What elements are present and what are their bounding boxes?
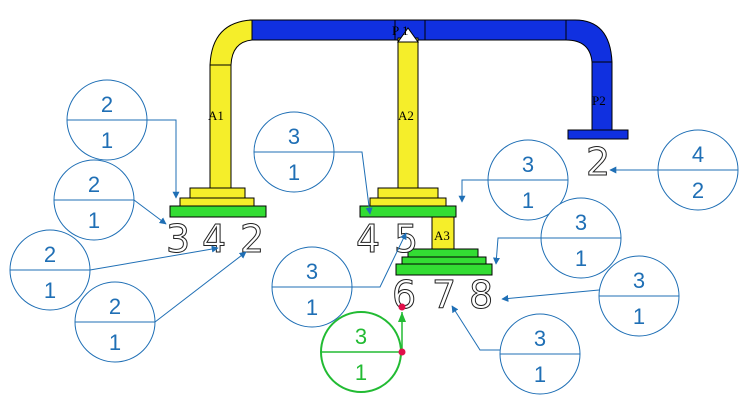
balloon-bottom: 1 — [88, 208, 100, 233]
port-number: 4 — [202, 217, 226, 261]
balloon-bottom: 1 — [522, 188, 534, 213]
balloon[interactable]: 2 1 — [53, 159, 135, 241]
selection-handle[interactable] — [398, 348, 406, 356]
balloon-bottom: 1 — [44, 278, 56, 303]
balloon-top: 3 — [306, 259, 318, 284]
balloon-top: 2 — [44, 242, 56, 267]
balloon-bottom: 1 — [109, 330, 121, 355]
balloon-top: 2 — [109, 294, 121, 319]
balloon[interactable]: 2 1 — [9, 229, 91, 311]
balloon-bottom: 1 — [288, 160, 300, 185]
balloon-top: 3 — [288, 124, 300, 149]
balloon[interactable]: 3 1 — [253, 111, 335, 193]
balloon-bottom: 1 — [534, 362, 546, 387]
balloon-top: 3 — [522, 152, 534, 177]
port-number: 6 — [392, 273, 416, 317]
pipe-label-p1: P 1 — [392, 23, 409, 38]
balloon-bottom: 2 — [692, 178, 704, 203]
balloon-selected[interactable]: 3 1 — [320, 303, 406, 393]
port-number: 3 — [166, 217, 190, 261]
selection-handle[interactable] — [398, 303, 406, 311]
balloon-top: 3 — [575, 210, 587, 235]
pipe-p2[interactable] — [565, 19, 629, 140]
port-number: 8 — [469, 273, 493, 317]
balloon[interactable]: 2 1 — [74, 281, 156, 363]
balloon-top: 4 — [692, 142, 704, 167]
pipe-label-p2: P2 — [592, 93, 606, 108]
balloon-top: 2 — [88, 172, 100, 197]
balloon-top: 3 — [633, 268, 645, 293]
balloon-bottom: 1 — [355, 360, 367, 385]
pipe-a3[interactable] — [395, 216, 493, 276]
port-number: 2 — [586, 140, 610, 184]
balloon[interactable]: 2 1 — [66, 79, 148, 161]
balloon[interactable]: 3 1 — [598, 255, 680, 337]
balloon[interactable]: 3 1 — [487, 139, 569, 221]
balloon-top: 3 — [534, 326, 546, 351]
balloon[interactable]: 3 1 — [540, 197, 622, 279]
port-number: 5 — [394, 217, 418, 261]
balloon-bottom: 1 — [306, 295, 318, 320]
pipe-label-a1: A1 — [208, 108, 224, 123]
balloon[interactable]: 3 1 — [271, 246, 353, 328]
pipe-label-a3: A3 — [434, 228, 450, 243]
balloon-bottom: 1 — [633, 304, 645, 329]
port-number: 7 — [432, 273, 456, 317]
pipe-label-a2: A2 — [398, 108, 414, 123]
pipe-a2[interactable] — [359, 27, 457, 218]
balloon[interactable]: 3 1 — [499, 313, 581, 395]
leader-lines — [89, 119, 658, 351]
port-number: 4 — [356, 217, 380, 261]
pipe-a1[interactable] — [169, 19, 267, 218]
balloon-top: 2 — [101, 92, 113, 117]
balloon[interactable]: 4 2 — [657, 129, 739, 211]
balloon-bottom: 1 — [101, 128, 113, 153]
balloon-top: 3 — [355, 324, 367, 349]
balloon-bottom: 1 — [575, 246, 587, 271]
